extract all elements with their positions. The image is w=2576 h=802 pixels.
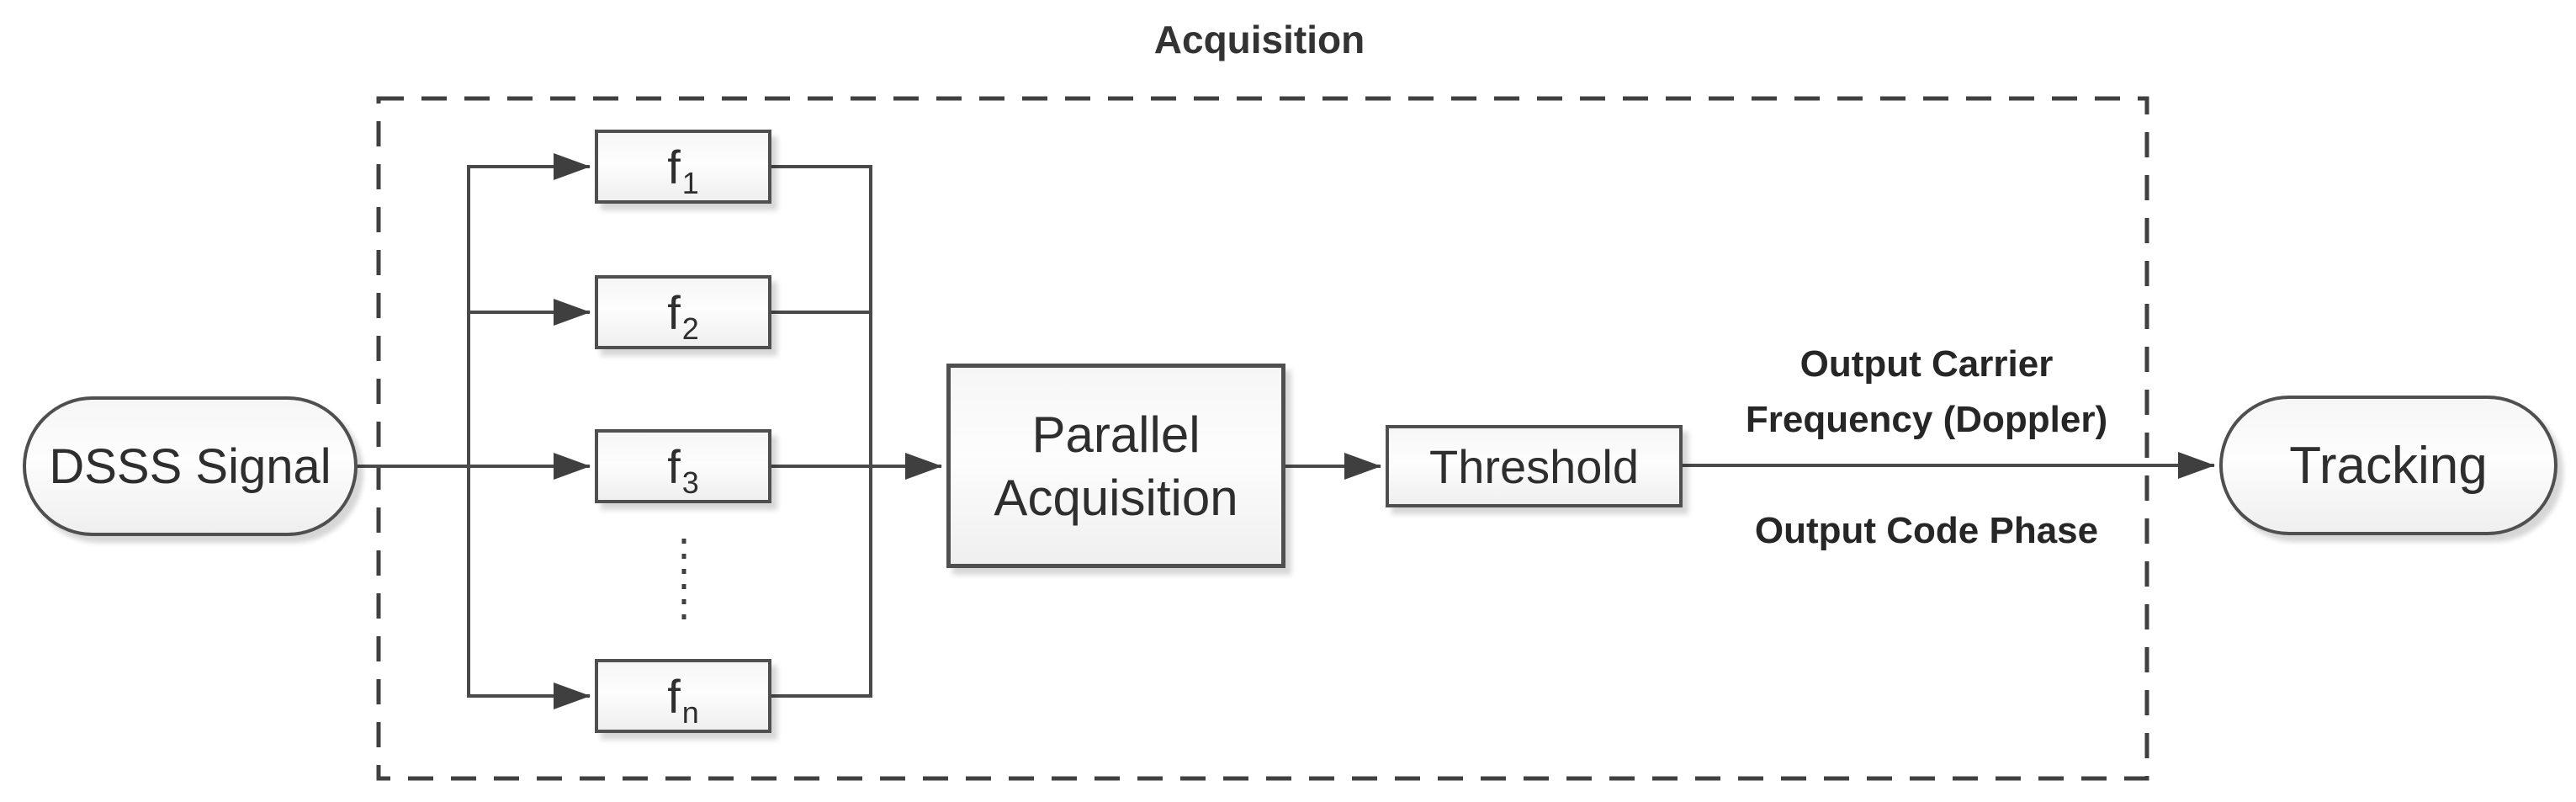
tracking-node: Tracking <box>2219 396 2557 535</box>
fn-subscript: n <box>681 694 699 730</box>
acquisition-block-title: Acquisition <box>1153 18 1365 61</box>
threshold-node: Threshold <box>1386 425 1683 507</box>
dsss-signal-label: DSSS Signal <box>49 438 331 494</box>
dsss-signal-node: DSSS Signal <box>23 396 358 536</box>
f1-label: f1 <box>667 140 699 200</box>
f1-subscript: 1 <box>681 165 699 200</box>
f2-label: f2 <box>667 285 699 346</box>
f3-subscript: 3 <box>681 465 699 500</box>
fn-label: fn <box>667 669 699 730</box>
f2-subscript: 2 <box>681 311 699 346</box>
output-code-phase-label: Output Code Phase <box>1699 503 2154 559</box>
frequency-bin-f2-node: f2 <box>595 275 771 349</box>
f3-label: f3 <box>667 439 699 500</box>
threshold-label: Threshold <box>1428 439 1640 493</box>
parallel-acquisition-label: Parallel Acquisition <box>994 406 1238 526</box>
frequency-bin-fn-node: fn <box>595 659 771 733</box>
acquisition-boundary-box <box>376 96 2149 781</box>
parallel-acquisition-node: Parallel Acquisition <box>946 364 1285 568</box>
output-carrier-line1: Output Carrier <box>1799 343 2054 385</box>
output-carrier-frequency-label: Output Carrier Frequency (Doppler) <box>1699 337 2154 448</box>
output-carrier-line2: Frequency (Doppler) <box>1745 399 2108 440</box>
output-code-phase-text: Output Code Phase <box>1754 510 2099 551</box>
tracking-label: Tracking <box>2289 436 2488 495</box>
frequency-bin-f1-node: f1 <box>595 130 771 204</box>
frequency-bin-f3-node: f3 <box>595 429 771 503</box>
